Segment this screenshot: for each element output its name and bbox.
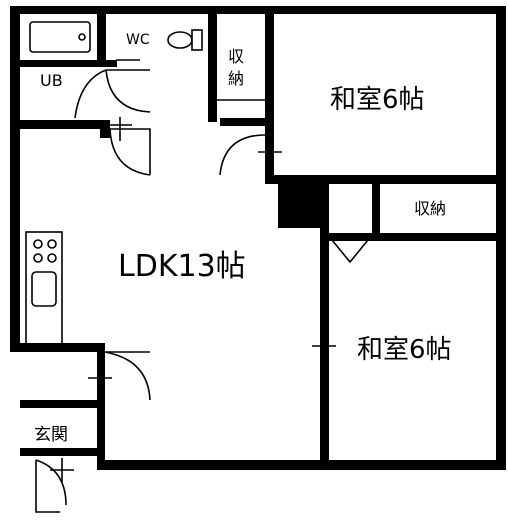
closet-label-vertical-top: 収 [228,47,244,66]
room-label-genkan: 玄関 [34,425,68,445]
closet-label-right: 収納 [414,199,446,218]
room-label-wc: WC [126,32,150,48]
room-label-ub: UB [40,71,63,90]
closet-label-vertical-bottom: 納 [228,69,244,88]
room-label-ldk: LDK13帖 [118,249,246,284]
walls [10,6,506,470]
room-label-washitsu-top: 和室6帖 [330,85,425,115]
room-label-washitsu-bottom: 和室6帖 [357,335,452,365]
fixtures [25,21,500,513]
